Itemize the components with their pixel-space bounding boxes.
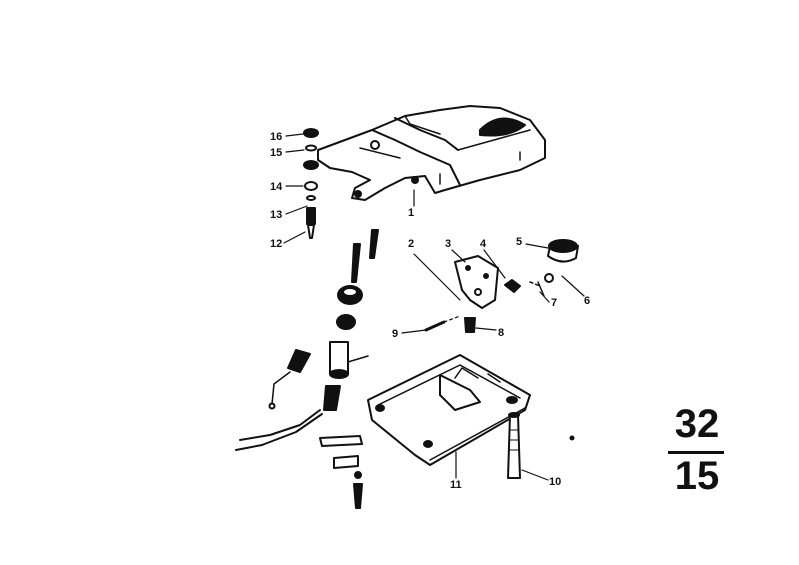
callout-11: 11 bbox=[450, 479, 462, 491]
screws-8-9 bbox=[424, 315, 476, 333]
stray-dot bbox=[569, 435, 575, 441]
callout-6: 6 bbox=[584, 295, 590, 307]
ignition-lock-assembly bbox=[235, 229, 379, 509]
page-number-divider bbox=[668, 451, 724, 454]
callout-12: 12 bbox=[270, 238, 282, 250]
callout-1: 1 bbox=[408, 207, 414, 219]
callout-10: 10 bbox=[549, 476, 561, 488]
long-screw bbox=[507, 412, 521, 479]
callout-15: 15 bbox=[270, 147, 282, 159]
upper-column-cover bbox=[317, 105, 546, 201]
callout-4: 4 bbox=[480, 238, 487, 250]
mounting-bracket bbox=[454, 255, 541, 309]
fastener-stack bbox=[303, 128, 319, 239]
callout-labels: 1 2 3 4 5 6 7 8 9 10 11 12 13 14 15 16 bbox=[270, 131, 590, 491]
cap-nut-screw bbox=[537, 239, 579, 297]
callout-5: 5 bbox=[516, 236, 522, 248]
page-group-number: 32 bbox=[674, 402, 720, 446]
callout-3: 3 bbox=[445, 238, 451, 250]
callout-8: 8 bbox=[498, 327, 504, 339]
callout-13: 13 bbox=[270, 209, 282, 221]
callout-16: 16 bbox=[270, 131, 282, 143]
page-subgroup-number: 15 bbox=[674, 454, 720, 498]
callout-7: 7 bbox=[551, 297, 557, 309]
callout-9: 9 bbox=[392, 328, 398, 340]
callout-14: 14 bbox=[270, 181, 283, 193]
leader-lines bbox=[283, 133, 585, 481]
callout-2: 2 bbox=[408, 238, 414, 250]
lower-column-cover bbox=[367, 354, 531, 466]
